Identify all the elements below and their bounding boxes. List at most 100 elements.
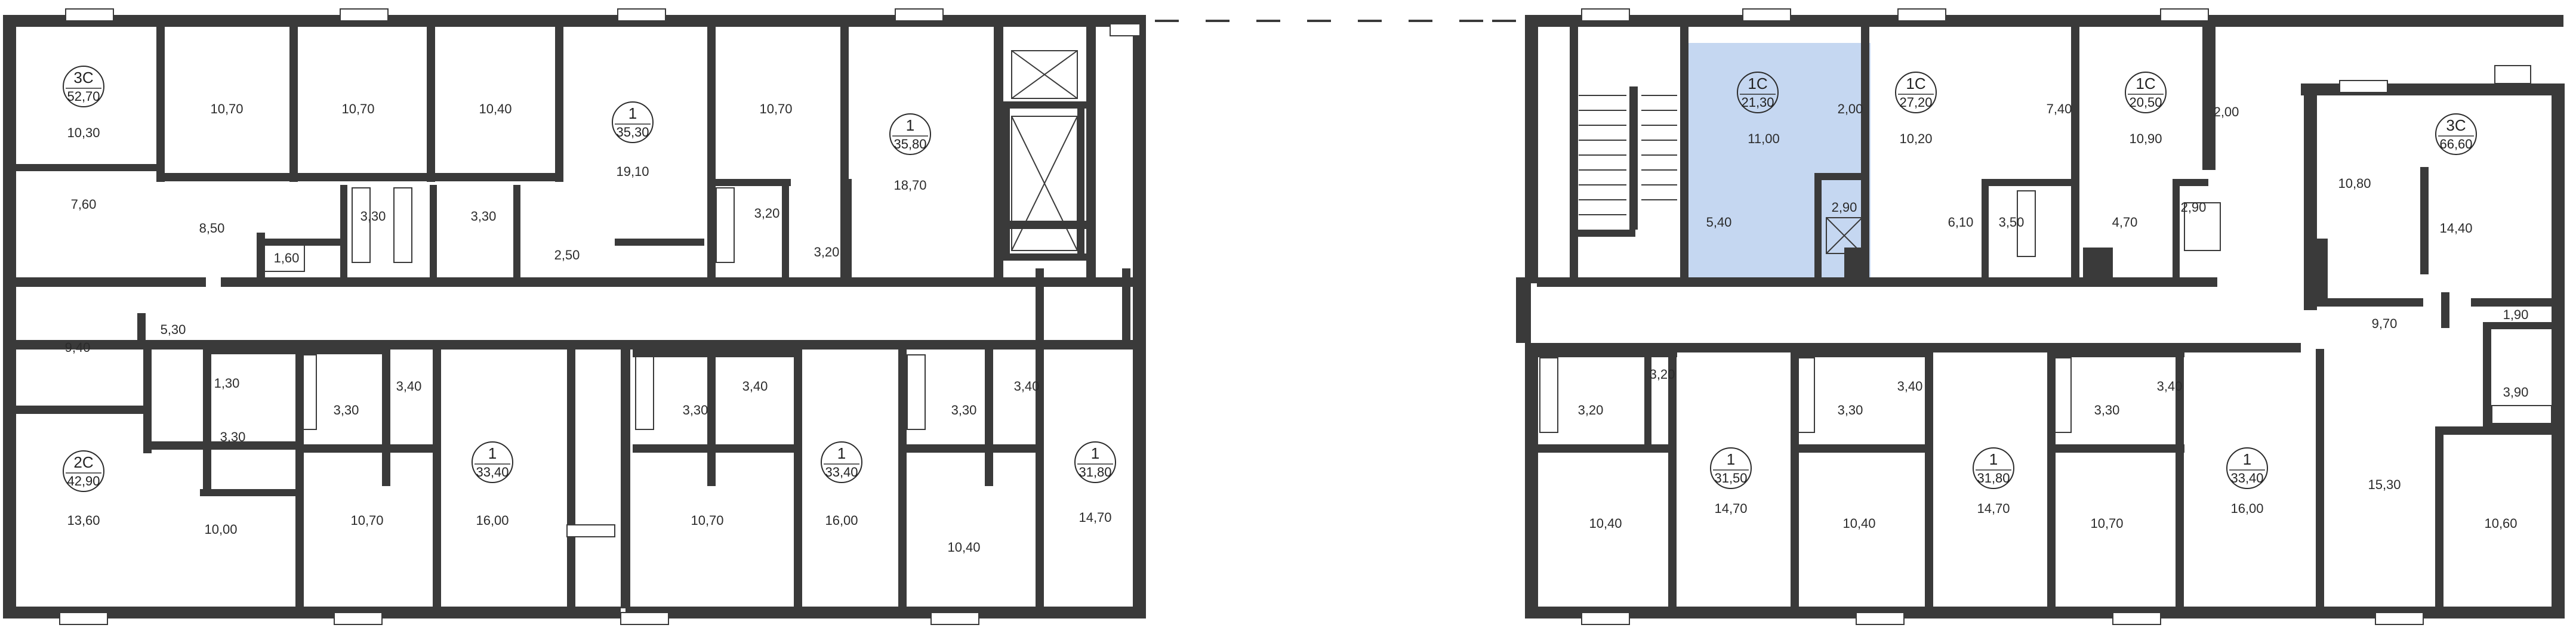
room-area-label: 1,30 [214, 376, 240, 391]
apartment-type-label: 2С [73, 453, 93, 471]
room-area-label: 13,60 [67, 513, 100, 528]
apartment-type-label: 1 [1989, 450, 1998, 468]
apartment-badge-circle [889, 113, 931, 155]
apartment-badge-circle [1895, 72, 1937, 113]
apartment-type-label: 1С [1906, 75, 1925, 92]
apartment-area-label: 33,40 [825, 465, 858, 480]
room-area-label: 16,00 [476, 513, 509, 528]
room-area-label: 10,70 [350, 513, 383, 528]
room-area-label: 1,90 [2503, 307, 2529, 322]
apartment-type-label: 3С [73, 69, 93, 86]
room-area-label: 2,00 [2214, 104, 2239, 119]
room-area-label: 10,70 [210, 101, 243, 116]
apartment-badge-circle [2435, 113, 2477, 155]
room-area-label: 4,70 [2112, 215, 2138, 230]
room-area-label: 3,30 [2094, 403, 2120, 417]
room-area-label: 10,80 [2338, 176, 2371, 191]
apartment-badge-a6[interactable]: 133,40 [821, 441, 862, 483]
apartment-area-label: 66,60 [2439, 137, 2472, 151]
apartment-type-label: 1 [1091, 444, 1099, 462]
apartment-badge-a5[interactable]: 133,40 [472, 441, 513, 483]
room-area-label: 6,10 [1948, 215, 1974, 230]
apartment-type-label: 1 [906, 116, 914, 134]
apartment-area-label: 35,80 [893, 137, 926, 151]
apartment-area-label: 52,70 [67, 89, 100, 104]
room-area-label: 14,70 [1977, 501, 2010, 516]
apartment-area-label: 33,40 [476, 465, 509, 480]
apartment-type-label: 1 [488, 444, 497, 462]
room-area-label: 7,40 [2047, 101, 2072, 116]
room-area-label: 16,00 [825, 513, 858, 528]
room-area-label: 3,40 [2157, 379, 2183, 394]
room-area-label: 10,70 [341, 101, 374, 116]
room-area-label: 3,20 [814, 245, 840, 259]
room-area-label: 5,40 [1706, 215, 1732, 230]
apartment-badge-a11[interactable]: 3С 66,60 [2435, 113, 2477, 155]
room-area-label: 3,50 [1999, 215, 2025, 230]
apartment-badge-a4[interactable]: 2С 42,90 [63, 450, 104, 492]
apartment-type-label: 3С [2446, 116, 2466, 134]
room-area-label: 11,00 [1748, 131, 1779, 146]
room-area-label: 9,70 [2372, 316, 2398, 331]
room-area-label: 3,30 [360, 209, 386, 224]
room-area-label: 2,00 [1838, 101, 1863, 116]
room-area-label: 3,40 [742, 379, 768, 394]
room-area-label: 10,40 [947, 540, 980, 555]
apartment-badge-a12[interactable]: 131,50 [1710, 447, 1752, 489]
room-area-label: 10,70 [2090, 516, 2123, 531]
room-area-label: 14,40 [2439, 221, 2472, 236]
room-area-label: 3,30 [334, 403, 359, 417]
apartment-badge-circle [612, 101, 654, 143]
apartment-area-label: 33,40 [2230, 471, 2263, 485]
room-area-label: 3,40 [1014, 379, 1040, 394]
apartment-area-label: 35,30 [616, 125, 649, 140]
room-area-label: 15,30 [2368, 477, 2401, 492]
room-area-label: 3,30 [471, 209, 497, 224]
room-area-label: 2,90 [2181, 200, 2207, 215]
room-area-label: 10,40 [479, 101, 511, 116]
room-area-label: 10,70 [691, 513, 723, 528]
room-area-label: 10,60 [2484, 516, 2517, 531]
apartment-badge-a1[interactable]: 3С 52,70 [63, 66, 104, 107]
apartment-badge-a14[interactable]: 133,40 [2226, 447, 2268, 489]
apartment-badge-circle [63, 450, 104, 492]
selected-apartment-highlight[interactable] [1688, 43, 1871, 279]
apartment-badge-a3[interactable]: 135,80 [889, 113, 931, 155]
apartment-badge-a13[interactable]: 131,80 [1973, 447, 2014, 489]
room-area-label: 5,30 [161, 322, 186, 337]
room-area-label: 3,20 [1650, 367, 1675, 382]
apartment-badge-circle [2226, 447, 2268, 489]
apartment-area-label: 21,30 [1741, 95, 1774, 110]
room-area-label: 3,40 [1897, 379, 1923, 394]
room-area-label: 3,30 [1838, 403, 1863, 417]
room-area-label: 3,40 [396, 379, 422, 394]
room-area-label: 10,70 [759, 101, 792, 116]
room-area-label: 16,00 [2230, 501, 2263, 516]
room-area-label: 3,30 [220, 429, 246, 444]
room-area-label: 2,50 [554, 248, 580, 262]
apartment-type-label: 1С [2136, 75, 2155, 92]
apartment-badge-a2[interactable]: 135,30 [612, 101, 654, 143]
stairs [1579, 95, 1677, 215]
apartment-badge-circle [472, 441, 513, 483]
room-area-label: 10,30 [67, 125, 100, 140]
apartment-area-label: 42,90 [67, 474, 100, 488]
room-area-label: 10,90 [2129, 131, 2162, 146]
room-area-label: 3,20 [1578, 403, 1604, 417]
apartment-badge-a7[interactable]: 131,80 [1074, 441, 1116, 483]
plumbing-fixtures [262, 187, 2552, 433]
elevator-shafts [1011, 50, 1078, 251]
room-area-label: 3,90 [2503, 385, 2529, 400]
room-area-label: 14,70 [1714, 501, 1747, 516]
room-area-label: 10,40 [1842, 516, 1875, 531]
room-area-label: 3,30 [683, 403, 708, 417]
apartment-type-label: 1 [837, 444, 846, 462]
apartment-area-label: 31,80 [1977, 471, 2010, 485]
apartment-badge-circle [63, 66, 104, 107]
room-area-label: 2,90 [1832, 200, 1857, 215]
apartment-badge-circle [1737, 72, 1779, 113]
apartment-type-label: 1 [2243, 450, 2251, 468]
